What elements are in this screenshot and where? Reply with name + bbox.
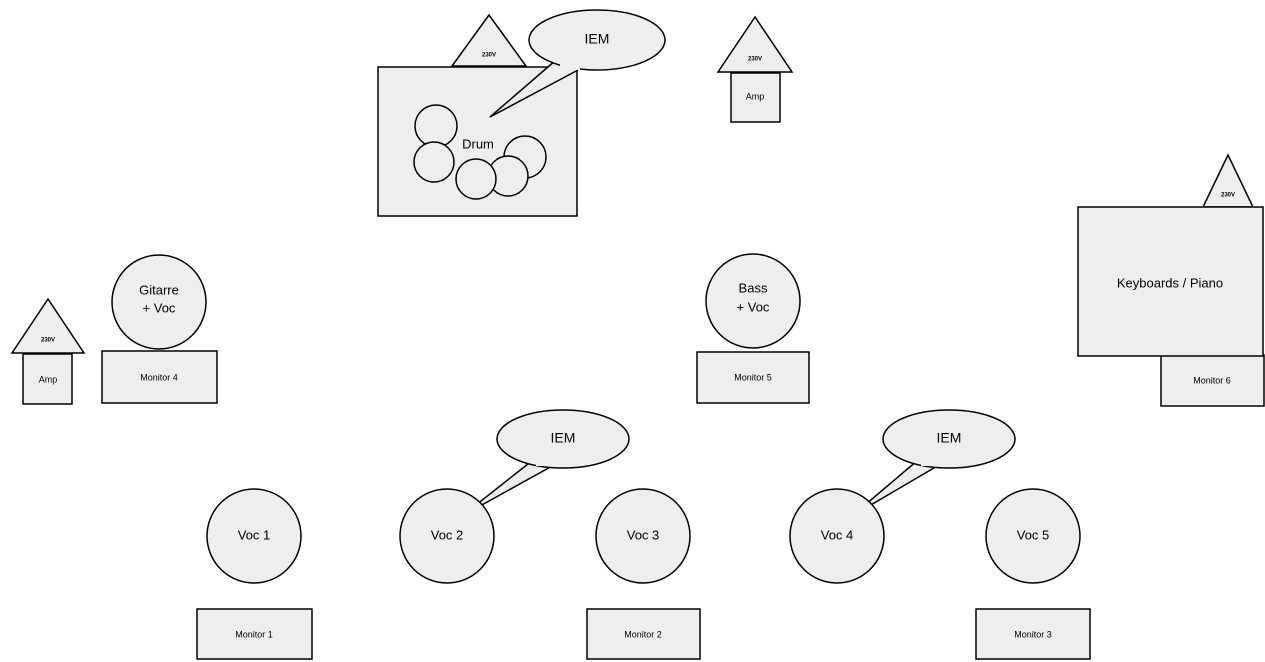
monitor-2: Monitor 2 <box>586 608 701 660</box>
drum-iem-bubble: IEM <box>489 9 666 118</box>
monitor-4: Monitor 4 <box>101 350 218 404</box>
guitar-label-line2: + Voc <box>143 300 176 315</box>
drum-tom-1 <box>414 104 458 148</box>
guitar-amp-power-outlet: 230V <box>10 297 86 354</box>
monitor-6-label: Monitor 6 <box>1193 375 1231 385</box>
iem-label: IEM <box>551 430 576 446</box>
voc-4-position: Voc 4 <box>789 488 885 584</box>
voc-1-label: Voc 1 <box>238 527 271 542</box>
keyboards-label: Keyboards / Piano <box>1117 275 1223 290</box>
drum-kick <box>455 158 497 200</box>
guitar-vocal-position: Gitarre + Voc <box>111 254 207 350</box>
voc-4-iem-bubble: IEM <box>851 409 1016 517</box>
monitor-1-label: Monitor 1 <box>235 629 273 639</box>
amp-label: Amp <box>39 374 58 384</box>
voc-4-label: Voc 4 <box>821 527 854 542</box>
bass-label-line1: Bass <box>739 280 768 295</box>
monitor-1: Monitor 1 <box>196 608 313 660</box>
drum-power-outlet: 230V <box>450 13 528 67</box>
monitor-2-label: Monitor 2 <box>624 629 662 639</box>
monitor-6: Monitor 6 <box>1160 354 1265 407</box>
iem-label: IEM <box>585 31 610 47</box>
voc-3-position: Voc 3 <box>595 488 691 584</box>
monitor-3-label: Monitor 3 <box>1014 629 1052 639</box>
center-amp: Amp <box>730 72 781 123</box>
voc-5-position: Voc 5 <box>985 488 1081 584</box>
monitor-3: Monitor 3 <box>975 608 1091 660</box>
bass-label-line2: + Voc <box>737 299 770 314</box>
amp-label: Amp <box>746 91 765 101</box>
voc-3-label: Voc 3 <box>627 527 660 542</box>
guitar-label-line1: Gitarre <box>139 282 179 297</box>
keys-power-outlet: 230V <box>1201 153 1255 208</box>
voc-1-position: Voc 1 <box>206 488 302 584</box>
monitor-5-label: Monitor 5 <box>734 372 772 382</box>
power-label: 230V <box>482 53 496 59</box>
guitar-amp: Amp <box>22 353 73 405</box>
keyboards-piano: Keyboards / Piano <box>1077 206 1264 357</box>
voc-2-label: Voc 2 <box>431 527 464 542</box>
power-label: 230V <box>748 57 762 63</box>
voc-2-iem-bubble: IEM <box>461 409 630 517</box>
voc-5-label: Voc 5 <box>1017 527 1050 542</box>
monitor-5: Monitor 5 <box>696 351 810 404</box>
power-label: 230V <box>41 338 55 344</box>
bass-vocal-position: Bass + Voc <box>705 253 801 349</box>
voc-2-position: Voc 2 <box>399 488 495 584</box>
center-amp-power-outlet: 230V <box>716 15 794 73</box>
monitor-4-label: Monitor 4 <box>140 372 178 382</box>
drum-label: Drum <box>462 136 494 151</box>
drum-riser: Drum <box>377 66 578 217</box>
drum-tom-2 <box>413 141 455 183</box>
power-label: 230V <box>1221 193 1235 199</box>
iem-label: IEM <box>937 430 962 446</box>
